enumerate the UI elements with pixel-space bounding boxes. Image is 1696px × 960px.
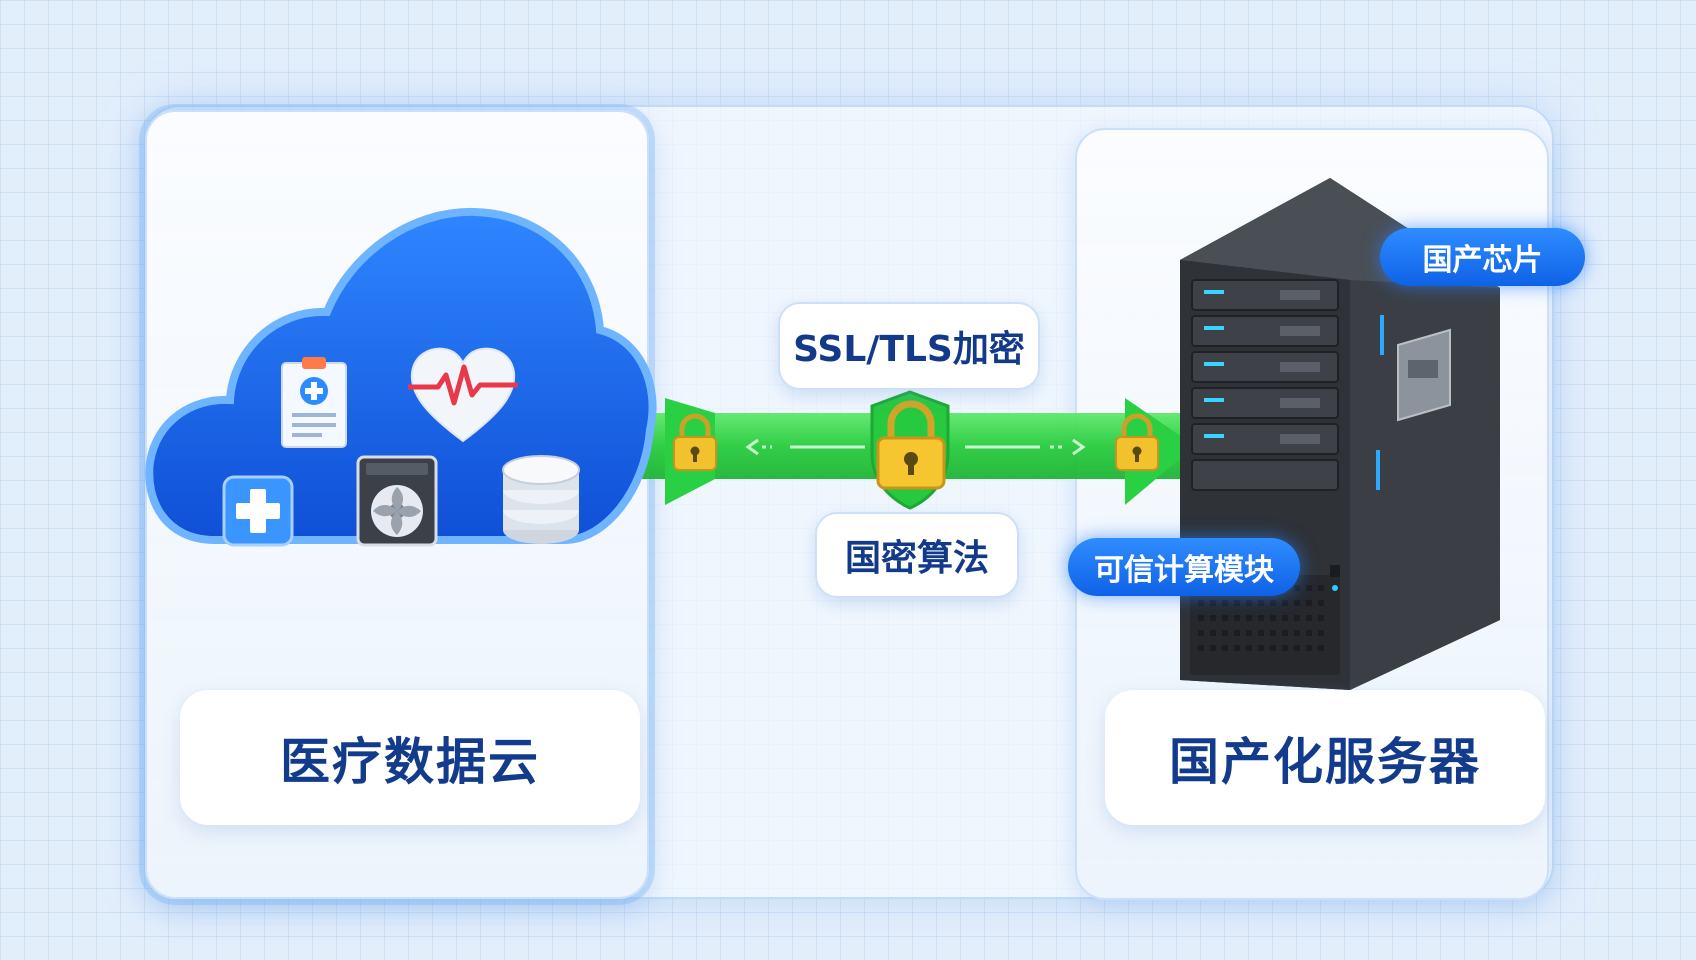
medical-report-icon — [281, 357, 347, 448]
server-led-strip — [1376, 450, 1380, 490]
padlock-icon — [876, 400, 946, 490]
server-led-strip — [1380, 315, 1384, 355]
trusted-module-badge: 可信计算模块 — [1068, 538, 1300, 596]
direction-arrow-right — [965, 438, 1086, 456]
server-drive-bays — [1191, 279, 1339, 491]
server-vent-grille — [1190, 575, 1340, 675]
power-button-icon — [1330, 565, 1340, 577]
domestic-server-label: 国产化服务器 — [1105, 690, 1545, 825]
direction-arrow-left — [745, 438, 865, 456]
heart-rate-icon — [408, 347, 518, 443]
padlock-icon — [1115, 413, 1159, 471]
sm-algorithm-label: 国密算法 — [815, 512, 1019, 598]
medical-cross-icon — [222, 475, 294, 547]
server-fan-icon — [356, 455, 438, 547]
database-icon — [502, 455, 580, 544]
medical-cloud-label: 医疗数据云 — [180, 690, 640, 825]
trusted-module-chip — [1397, 328, 1451, 422]
power-led — [1332, 585, 1338, 591]
ssl-tls-label: SSL/TLS加密 — [778, 302, 1040, 390]
domestic-chip-badge: 国产芯片 — [1380, 228, 1585, 286]
padlock-icon — [673, 413, 717, 471]
